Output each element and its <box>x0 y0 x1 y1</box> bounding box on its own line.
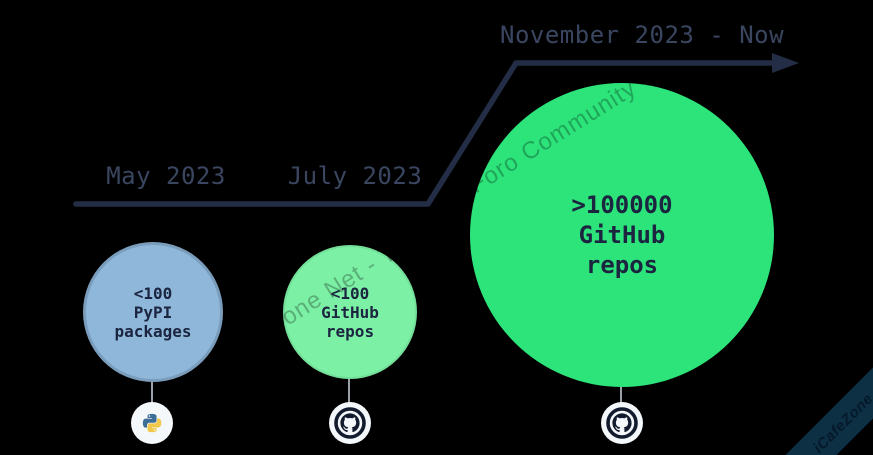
bubble-value: >100000 <box>571 191 673 219</box>
bubble-pypi-packages: <100 PyPI packages <box>83 242 223 382</box>
bubble-value: <100 <box>133 283 173 303</box>
bubble-pypi-label: <100 PyPI packages <box>114 284 191 341</box>
connector-stem <box>620 386 622 405</box>
bubble-line3: repos <box>585 251 659 279</box>
bubble-line2: GitHub <box>321 302 379 322</box>
bubble-github-small: <100 GitHub repos <box>283 245 417 379</box>
connector-stem <box>151 381 153 405</box>
date-label-july: July 2023 <box>287 162 423 190</box>
arrowhead-icon <box>772 53 799 73</box>
date-label-november-now: November 2023 - Now <box>500 21 785 49</box>
connector-stem <box>348 378 350 405</box>
bubble-line3: packages <box>114 321 192 341</box>
bubble-line3: repos <box>325 321 375 341</box>
bubble-github-small-label: <100 GitHub repos <box>321 284 379 341</box>
bubble-line2: PyPI <box>133 302 173 322</box>
bubble-line2: GitHub <box>578 221 666 249</box>
timeline-line <box>73 60 781 207</box>
bubble-github-large: >100000 GitHub repos <box>470 83 774 387</box>
github-icon <box>329 402 371 444</box>
python-icon <box>131 402 173 444</box>
date-label-may: May 2023 <box>106 162 226 190</box>
bubble-value: <100 <box>330 283 370 303</box>
github-icon <box>601 402 643 444</box>
bubble-github-large-label: >100000 GitHub repos <box>571 190 672 280</box>
